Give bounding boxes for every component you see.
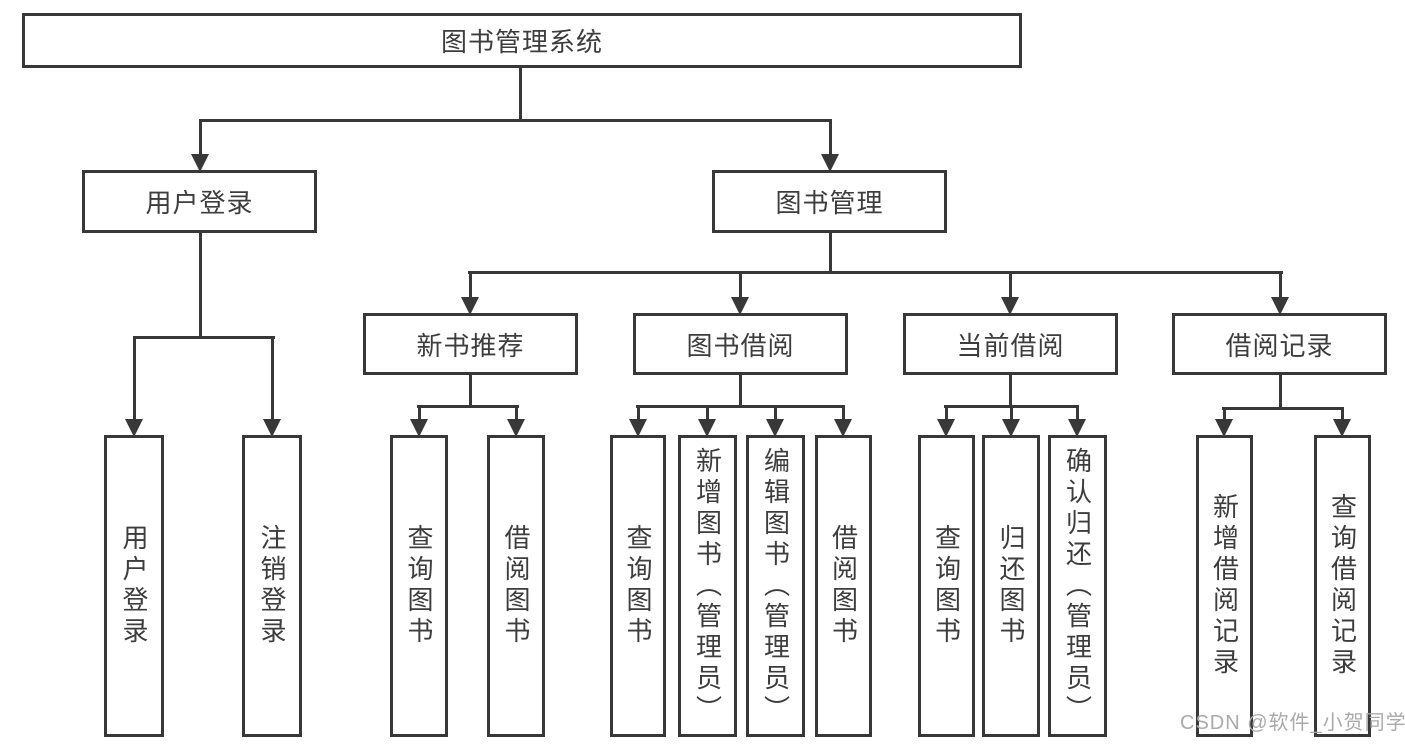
node-label: 图书管理系统 xyxy=(440,27,603,57)
connector-line xyxy=(468,271,472,299)
arrow-down-icon xyxy=(821,154,839,172)
node-label: 编辑图书（管理员） xyxy=(760,446,791,726)
arrow-down-icon xyxy=(507,419,525,437)
connector-line xyxy=(1222,407,1226,421)
node-label: 图书借阅 xyxy=(686,330,795,361)
arrow-down-icon xyxy=(1333,419,1351,437)
arrow-down-icon xyxy=(731,297,749,315)
node-rec-query-book: 查询图书 xyxy=(390,435,448,737)
node-rec-borrow-book: 借阅图书 xyxy=(487,435,545,737)
arrow-down-icon xyxy=(410,419,428,437)
connector-line xyxy=(199,231,202,339)
arrow-down-icon xyxy=(766,419,784,437)
node-current-borrow: 当前借阅 xyxy=(903,313,1118,375)
node-label: 借阅图书 xyxy=(828,524,859,648)
node-label: 用户登录 xyxy=(119,524,149,648)
node-root: 图书管理系统 xyxy=(22,13,1022,68)
connector-line xyxy=(468,271,1283,274)
connector-line xyxy=(417,405,519,408)
node-book-mgmt: 图书管理 xyxy=(712,170,947,233)
node-label: 图书管理 xyxy=(775,188,884,218)
node-label: 用户登录 xyxy=(145,188,254,218)
arrow-down-icon xyxy=(125,419,143,437)
connector-line xyxy=(1075,405,1079,421)
connector-line xyxy=(1009,405,1013,421)
node-label: 归还图书 xyxy=(996,524,1026,648)
connector-line xyxy=(1009,371,1012,408)
node-bb-query-book: 查询图书 xyxy=(610,435,666,737)
connector-line xyxy=(1279,371,1282,410)
node-new-book-rec: 新书推荐 xyxy=(363,313,578,375)
node-user-login: 用户登录 xyxy=(82,170,317,233)
node-label: 查询图书 xyxy=(404,524,434,648)
watermark: CSDN @软件_小贺同学 xyxy=(1180,712,1405,734)
node-bb-borrow-book: 借阅图书 xyxy=(815,435,872,737)
connector-line xyxy=(199,119,832,122)
arrow-down-icon xyxy=(1271,297,1289,315)
connector-line xyxy=(514,405,518,421)
arrow-down-icon xyxy=(1215,419,1233,437)
connector-line xyxy=(133,336,275,339)
connector-line xyxy=(132,336,136,421)
connector-line xyxy=(1278,271,1282,299)
node-bb-edit-book: 编辑图书（管理员） xyxy=(746,435,805,737)
connector-line xyxy=(829,231,832,274)
node-bb-add-book: 新增图书（管理员） xyxy=(678,435,737,737)
connector-line xyxy=(417,405,421,421)
arrow-down-icon xyxy=(698,419,716,437)
arrow-down-icon xyxy=(263,419,281,437)
connector-line xyxy=(705,405,709,421)
arrow-down-icon xyxy=(834,419,852,437)
node-label: 确认归还（管理员） xyxy=(1062,446,1093,726)
connector-line xyxy=(944,405,948,421)
node-leaf-user-login: 用户登录 xyxy=(104,435,164,737)
connector-line xyxy=(1008,271,1012,299)
node-br-add-record: 新增借阅记录 xyxy=(1196,435,1253,737)
node-book-borrow: 图书借阅 xyxy=(633,313,848,375)
connector-line xyxy=(773,405,777,421)
arrow-down-icon xyxy=(1002,419,1020,437)
connector-line xyxy=(469,371,472,408)
connector-line xyxy=(841,405,845,421)
node-label: 查询图书 xyxy=(931,524,962,648)
connector-line xyxy=(828,119,832,156)
node-br-query-record: 查询借阅记录 xyxy=(1314,435,1371,737)
node-label: 查询图书 xyxy=(623,524,653,648)
connector-line xyxy=(270,336,274,421)
arrow-down-icon xyxy=(629,419,647,437)
arrow-down-icon xyxy=(191,154,209,172)
node-borrow-record: 借阅记录 xyxy=(1172,313,1387,375)
node-label: 借阅记录 xyxy=(1225,330,1334,361)
node-label: 新增借阅记录 xyxy=(1209,493,1240,679)
node-label: 新书推荐 xyxy=(416,330,525,361)
connector-line xyxy=(198,119,202,156)
connector-line xyxy=(1222,407,1344,410)
connector-line xyxy=(519,66,522,122)
arrow-down-icon xyxy=(1068,419,1086,437)
node-cb-confirm-return: 确认归还（管理员） xyxy=(1048,435,1107,737)
arrow-down-icon xyxy=(1001,297,1019,315)
connector-line xyxy=(636,405,845,408)
node-label: 当前借阅 xyxy=(956,330,1065,361)
connector-line xyxy=(636,405,640,421)
node-cb-query-book: 查询图书 xyxy=(918,435,975,737)
connector-line xyxy=(1340,407,1344,421)
node-label: 新增图书（管理员） xyxy=(692,446,723,726)
node-leaf-logout: 注销登录 xyxy=(242,435,302,737)
node-label: 注销登录 xyxy=(257,524,287,648)
connector-line xyxy=(738,271,742,299)
arrow-down-icon xyxy=(937,419,955,437)
connector-line xyxy=(739,371,742,408)
arrow-down-icon xyxy=(461,297,479,315)
node-label: 查询借阅记录 xyxy=(1327,493,1358,679)
node-cb-return-book: 归还图书 xyxy=(982,435,1040,737)
node-label: 借阅图书 xyxy=(501,524,531,648)
